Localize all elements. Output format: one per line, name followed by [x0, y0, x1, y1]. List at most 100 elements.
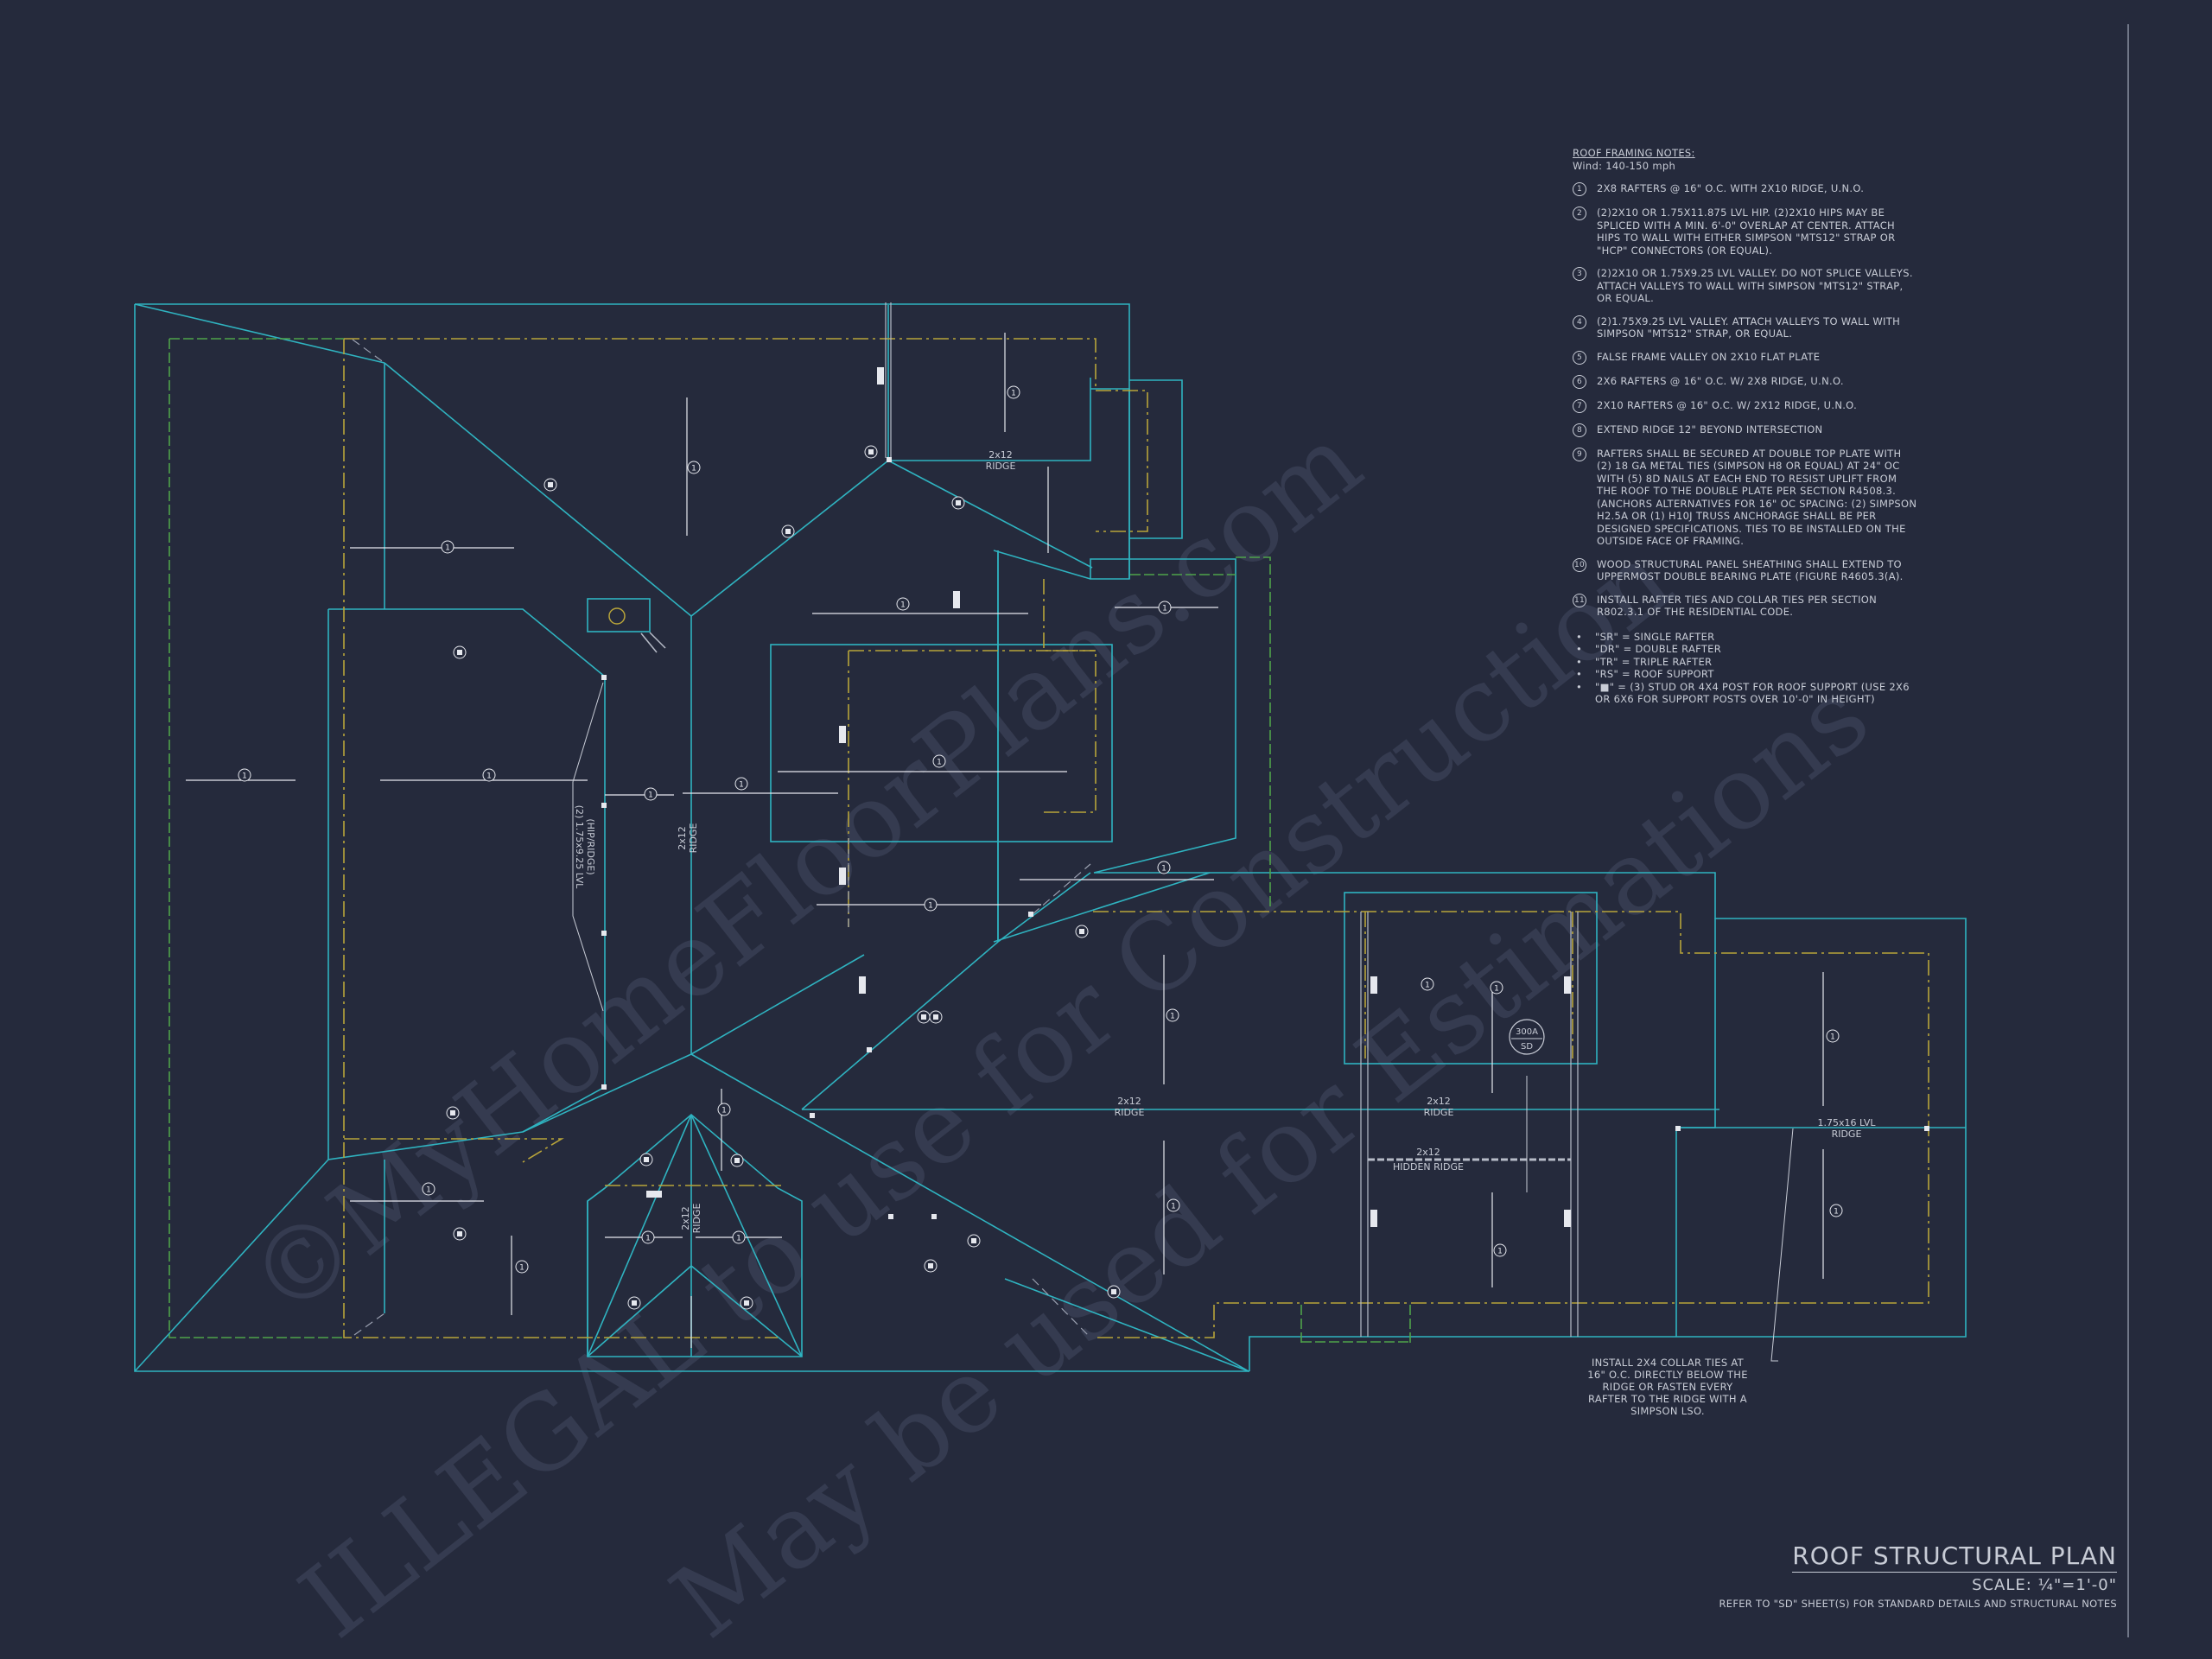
note-marker-icon	[543, 478, 557, 492]
note-number: 5	[1573, 350, 1586, 365]
label-ridge-bottom: 2x12	[680, 1206, 691, 1230]
note-marker-icon	[967, 1234, 981, 1248]
label-ridge-right-sub: RIDGE	[1424, 1107, 1454, 1118]
legend-item: •"SR" = SINGLE RAFTER	[1573, 631, 1918, 644]
legend-text: "TR" = TRIPLE RAFTER	[1595, 655, 1713, 668]
rafter-tag-icon: 1	[422, 1182, 435, 1196]
note-item: 10 WOOD STRUCTURAL PANEL SHEATHING SHALL …	[1573, 557, 1918, 583]
note-text: WOOD STRUCTURAL PANEL SHEATHING SHALL EX…	[1597, 557, 1904, 583]
label-hidden-ridge-sub: HIDDEN RIDGE	[1393, 1161, 1464, 1173]
rafter-tag-icon: 1	[1158, 601, 1172, 614]
rafter-tag-label: 1	[721, 1107, 727, 1116]
leader-lines	[572, 682, 1794, 1362]
plan-labels: 2x12 RIDGE 2x12 RIDGE 2x12 RIDGE 2x12 HI…	[574, 449, 1876, 1233]
rafter-tag-label: 1	[1830, 1033, 1835, 1042]
rafter-tag-label: 1	[1011, 390, 1016, 398]
note-text: RAFTERS SHALL BE SECURED AT DOUBLE TOP P…	[1597, 447, 1917, 548]
note-marker-icon	[627, 1296, 641, 1310]
notes-wind: Wind: 140-150 mph	[1573, 159, 1676, 172]
note-text: EXTEND RIDGE 12" BEYOND INTERSECTION	[1597, 423, 1823, 435]
rafter-tag-label: 1	[486, 772, 492, 781]
note-number: 2	[1573, 207, 1586, 220]
label-ridge-center-sub: RIDGE	[688, 823, 699, 854]
note-marker-icon	[1075, 925, 1089, 938]
rafter-tag-icon: 1	[687, 461, 701, 474]
rafter-tag-icon: 1	[1157, 861, 1171, 874]
rafter-tag-label: 1	[1162, 605, 1167, 613]
note-text: (2)2x10 OR 1.75x9.25 LVL VALLEY. DO NOT …	[1597, 267, 1913, 304]
rafter-tag-label: 1	[900, 601, 906, 610]
note-marker-icon	[446, 1106, 460, 1120]
detail-tag-sub: SD	[1521, 1042, 1533, 1052]
note-marker-icon	[730, 1154, 744, 1167]
note-marker-icon	[453, 645, 467, 659]
rafter-tag-label: 1	[242, 772, 247, 781]
note-marker-icon	[781, 524, 795, 538]
rafter-tag-label: 1	[1834, 1208, 1839, 1217]
note-item: 3(2)2x10 OR 1.75x9.25 LVL VALLEY. DO NOT…	[1573, 267, 1918, 305]
hip-lines	[352, 339, 1091, 1338]
label-ridge-main: 2x12	[1117, 1096, 1141, 1107]
label-lvl-ridge: 1.75x16 LVL	[1817, 1117, 1876, 1128]
legend-text: "SR" = SINGLE RAFTER	[1595, 630, 1715, 643]
note-number: 8	[1573, 423, 1586, 437]
rafter-tag-icon: 1	[441, 540, 454, 554]
note-marker-icon	[453, 1227, 467, 1241]
legend-item: •"TR" = TRIPLE RAFTER	[1573, 656, 1918, 669]
rafter-tag-label: 1	[645, 1235, 651, 1243]
note-number: 7	[1573, 398, 1586, 413]
rafter-tag-label: 1	[426, 1186, 431, 1195]
rafter-tag-icon: 1	[515, 1260, 529, 1274]
rafter-tag-icon: 1	[1166, 1008, 1179, 1022]
label-hip-ridge: (2) 1.75x9.25 LVL	[574, 805, 585, 890]
rafter-tag-icon: 1	[1007, 385, 1020, 399]
legend-item: •"RS" = ROOF SUPPORT	[1573, 668, 1918, 681]
note-item: 62x6 RAFTERS @ 16" O.C. W/ 2x8 RIDGE, U.…	[1573, 374, 1918, 389]
rafter-tag-label: 1	[736, 1235, 741, 1243]
note-number: 1	[1573, 182, 1586, 196]
rafter-tag-icon: 1	[932, 754, 946, 768]
label-ridge-bottom-sub: RIDGE	[691, 1204, 702, 1234]
sheet-title: ROOF STRUCTURAL PLAN	[1792, 1541, 2117, 1573]
label-ridge-center: 2x12	[677, 826, 688, 850]
legend-text: "DR" = DOUBLE RAFTER	[1595, 643, 1721, 655]
collar-tie-note: INSTALL 2X4 COLLAR TIES AT 16" O.C. DIRE…	[1587, 1357, 1748, 1417]
rafter-tag-icon: 1	[1826, 1029, 1840, 1043]
rafter-tag-label: 1	[519, 1264, 524, 1273]
rafter-tag-label: 1	[1425, 982, 1430, 990]
note-marker-icon	[740, 1296, 753, 1310]
note-text: 2x10 RAFTERS @ 16" O.C. W/ 2x12 RIDGE, U…	[1597, 398, 1858, 411]
label-hip-ridge-sub: (HIP/RIDGE)	[585, 818, 596, 874]
rafter-tag-label: 1	[739, 781, 744, 790]
note-text: (2)1.75x9.25 LVL VALLEY. ATTACH VALLEYS …	[1597, 315, 1901, 340]
bullet-icon: •	[1576, 680, 1583, 693]
detail-tag-circle	[1509, 1019, 1545, 1055]
legend-item: •"■" = (3) STUD OR 4x4 POST FOR ROOF SUP…	[1573, 681, 1918, 706]
note-number: 11	[1573, 593, 1586, 607]
notes-header: ROOF FRAMING NOTES:	[1573, 147, 1695, 159]
bullet-icon: •	[1576, 643, 1583, 655]
rafter-tag-label: 1	[445, 544, 450, 553]
label-ridge-main-sub: RIDGE	[1115, 1107, 1145, 1118]
rafter-tag-icon: 1	[717, 1103, 731, 1116]
rafter-tag-label: 1	[1170, 1013, 1175, 1021]
wall-lines	[343, 338, 1929, 1338]
sheet-reference: REFER TO "SD" SHEET(S) FOR STANDARD DETA…	[1719, 1598, 2117, 1610]
rafter-tag-icon: 1	[1490, 981, 1503, 995]
rafter-tag-icon: 1	[924, 898, 938, 912]
note-marker-icon	[864, 445, 878, 459]
legend-item: • "DR" = DOUBLE RAFTER	[1573, 643, 1918, 656]
title-block: ROOF STRUCTURAL PLAN SCALE: ¼"=1'-0" REF…	[1719, 1541, 2117, 1610]
rafter-tag-icon: 1	[482, 768, 496, 782]
note-marker-icon	[929, 1010, 943, 1024]
label-hidden-ridge: 2x12	[1416, 1147, 1440, 1158]
note-item: 12x8 RAFTERS @ 16" O.C. WITH 2x10 RIDGE,…	[1573, 182, 1918, 196]
rafter-tag-icon: 1	[732, 1230, 746, 1244]
note-marker-icon	[917, 1010, 931, 1024]
note-number: 10	[1573, 557, 1586, 572]
